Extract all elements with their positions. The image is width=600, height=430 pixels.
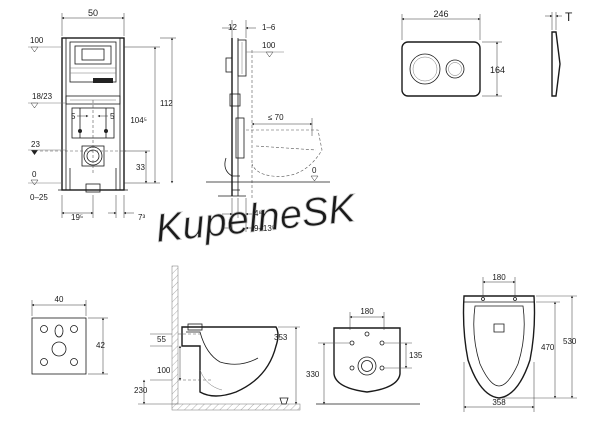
label-side-bottom-range: 9–13⁵ (254, 224, 275, 233)
flush-plate-side: T (545, 10, 573, 97)
dim-plate-width: 246 (401, 9, 481, 40)
dim-side-top: 12 1–6 (222, 20, 276, 38)
dim-frame-width: 50 (61, 8, 125, 36)
flush-plate-outline (401, 41, 481, 97)
frame-front-levels: 100 18/23 23 0 0–25 (28, 36, 66, 202)
label-bottom-left: 19⁵ (71, 213, 83, 222)
label-bowl-230: 230 (134, 386, 148, 395)
brand-badge (93, 78, 113, 83)
label-bowl-reach: ≤ 70 (268, 113, 284, 122)
label-spacing-right: 5 (110, 112, 115, 121)
label-side-level-top: 100 (262, 41, 276, 50)
bowl-body-top (462, 295, 536, 399)
dim-bowl-reach: ≤ 70 (251, 113, 313, 136)
label-bowl-100: 100 (157, 366, 171, 375)
label-mount-width: 40 (55, 295, 64, 304)
inlet-opening (54, 324, 64, 338)
outlet-opening (51, 341, 67, 357)
bowl-body-side (181, 326, 279, 397)
side-floor-level: 0 (310, 166, 319, 182)
label-plate-width: 246 (433, 9, 448, 19)
rear-outlet (357, 356, 377, 376)
label-bottom-right: 7³ (138, 213, 145, 222)
label-level-top: 100 (30, 36, 44, 45)
cistern-side (237, 39, 247, 77)
label-rear-135: 135 (409, 351, 423, 360)
label-side-bottom-offset: 4⁸ (254, 209, 262, 218)
label-plate-height: 164 (490, 65, 505, 75)
label-bowl-55: 55 (157, 335, 166, 344)
flush-plate-profile (551, 31, 561, 97)
frame-front-view (40, 37, 128, 193)
watermark-text: KupelneSK (153, 186, 359, 251)
label-floor-front: 0 (32, 170, 37, 179)
flush-button-large (409, 53, 441, 85)
dim-mount-width: 40 (31, 295, 87, 316)
bowl-rear-view (316, 327, 420, 405)
label-top-470: 470 (541, 343, 555, 352)
flush-valve (81, 48, 105, 61)
flush-plate-front (401, 41, 481, 97)
dim-plate-height: 164 (482, 41, 505, 97)
label-height-total: 112 (160, 99, 173, 108)
label-bowl-353: 353 (274, 333, 288, 342)
bowl-body-rear (333, 327, 401, 393)
dim-bowl-side: 55 100 230 353 (134, 326, 300, 405)
label-spacing-left: 5 (71, 112, 76, 121)
label-top-180: 180 (492, 273, 506, 282)
dim-side-bottom: 4⁸ 9–13⁵ (222, 198, 275, 233)
label-plate-thickness: T (565, 10, 573, 24)
side-level-top: 100 (246, 41, 284, 58)
cistern-body (69, 41, 117, 83)
label-level-mid: 18/23 (32, 92, 53, 101)
label-side-floor: 0 (312, 166, 317, 175)
floor-section (171, 403, 301, 411)
dim-frame-bottom: 19⁵ 7³ (61, 195, 145, 222)
mounting-plate-outline (31, 317, 87, 375)
dim-mount-height: 42 (88, 317, 108, 375)
label-side-top-left: 12 (228, 23, 237, 32)
label-top-530: 530 (563, 337, 577, 346)
frame-side-view (206, 38, 330, 200)
dim-bolt-spacing: 5 5 (71, 112, 115, 121)
dim-bowl-rear: 180 135 330 (306, 307, 423, 405)
label-mount-height: 42 (96, 341, 105, 350)
label-side-top-right: 1–6 (262, 23, 276, 32)
wall-section (171, 265, 179, 405)
label-height-frame: 104⁵ (130, 116, 147, 125)
label-height-lower: 33 (136, 163, 145, 172)
label-frame-width: 50 (88, 8, 98, 18)
bowl-rim (473, 305, 525, 387)
label-level-low: 23 (31, 140, 40, 149)
dim-frame-heights: 104⁵ 112 33 (124, 37, 176, 184)
label-top-358: 358 (492, 398, 506, 407)
label-rear-width: 180 (360, 307, 374, 316)
label-floor-range: 0–25 (30, 193, 48, 202)
dim-bowl-top: 180 470 530 358 (463, 273, 577, 412)
bowl-top-view (462, 295, 536, 399)
label-rear-330: 330 (306, 370, 320, 379)
flush-button-small (445, 59, 465, 79)
bowl-side-view (171, 265, 301, 411)
mounting-plate (31, 317, 87, 375)
